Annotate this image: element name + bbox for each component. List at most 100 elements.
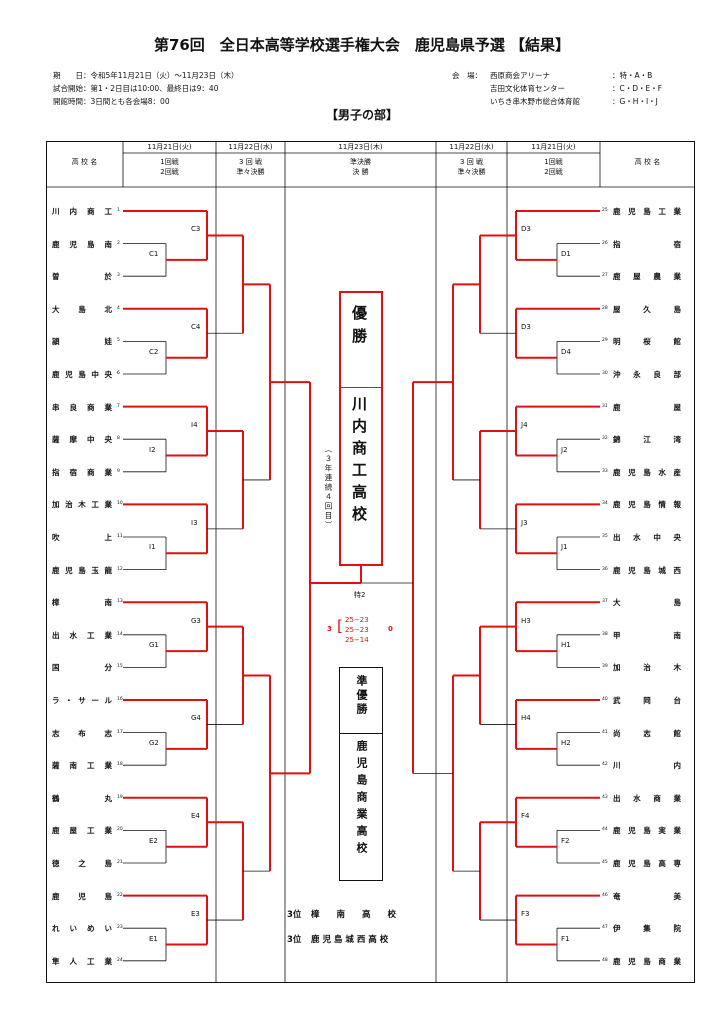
final-bracket: [ [337, 617, 343, 635]
court-label: J2 [561, 445, 568, 454]
seed-number: 23 [117, 925, 123, 931]
school-name-right: 伊集院 [613, 924, 681, 934]
court-label: C3 [191, 225, 201, 234]
school-name-right: 屋久島 [613, 304, 681, 314]
court-label: H3 [521, 616, 531, 625]
seed-number: 16 [117, 697, 123, 702]
seed-number: 45 [602, 860, 608, 865]
school-name-left: 鹿屋工業 [52, 826, 112, 836]
school-name-left: 徳之島 [52, 859, 112, 868]
seed-number: 26 [602, 240, 608, 246]
seed-number: 47 [602, 925, 608, 931]
seed-number: 39 [602, 664, 608, 670]
court-label: F1 [561, 934, 570, 943]
seed-number: 27 [602, 273, 608, 279]
seed-number: 24 [117, 957, 123, 963]
seed-number: 17 [117, 729, 123, 735]
venue-label: 会 場： [452, 71, 482, 80]
header-rounds: 1回戦 2回戦 [160, 158, 179, 176]
seed-number: 43 [602, 794, 608, 800]
header-day: 11月22日(水) [449, 143, 494, 151]
venue-courts: ：特・A・B [612, 71, 653, 80]
header-day: 11月21日(火) [531, 143, 576, 151]
school-name-left: 樟南 [52, 598, 112, 608]
final-score: 25−23 [345, 616, 369, 624]
court-label: D3 [521, 225, 531, 234]
court-label: J4 [521, 421, 528, 430]
seed-number: 6 [117, 371, 120, 376]
seed-number: 31 [602, 403, 608, 409]
court-label: I4 [191, 421, 198, 430]
runner-up-label: 準優勝 [355, 675, 368, 717]
school-name-right: 甲南 [613, 630, 681, 640]
seed-number: 19 [117, 794, 123, 800]
venue-courts: ：C・D・E・F [612, 84, 663, 93]
info-period: 期 日：令和5年11月21日（火）～11月23日（木） [53, 71, 239, 80]
third-label: 3位 [287, 935, 302, 945]
champion-divider [340, 387, 382, 388]
school-name-left: 鹿児島玉龍 [52, 565, 112, 575]
school-name-left: 頴娃 [52, 337, 112, 347]
seed-number: 2 [117, 240, 120, 246]
court-label: E3 [191, 910, 200, 919]
seed-number: 36 [602, 566, 608, 572]
seed-number: 41 [602, 729, 608, 735]
final-court: 特2 [354, 591, 366, 599]
school-name-right: 鹿児島城西 [613, 565, 681, 575]
school-name-right: 鹿児島工業 [613, 207, 681, 216]
seed-number: 32 [602, 436, 608, 442]
seed-number: 10 [117, 501, 123, 507]
school-name-right: 明桜館 [613, 337, 681, 347]
seed-number: 34 [602, 501, 608, 507]
school-name-left: 薩南工業 [52, 761, 112, 771]
header-rounds: 1回戦 2回戦 [544, 158, 563, 176]
court-label: D3 [521, 323, 531, 332]
final-score: 25−23 [345, 626, 369, 634]
seed-number: 30 [602, 371, 608, 376]
court-label: G3 [191, 616, 201, 625]
seed-number: 40 [602, 697, 608, 702]
court-label: H1 [561, 641, 571, 650]
info-open: 開館時間：3日間とも各会場8：00 [53, 97, 170, 106]
header-day: 11月21日(火) [147, 143, 192, 151]
court-label: E2 [149, 836, 158, 845]
court-label: H4 [521, 714, 531, 723]
champion-note: （３年連続４回目） [324, 445, 333, 531]
school-name-right: 尚志館 [613, 728, 681, 738]
venue-courts: ：G・H・I・J [612, 97, 658, 106]
school-name-right: 奄美 [613, 891, 681, 901]
seed-number: 25 [602, 208, 608, 213]
seed-number: 35 [602, 534, 608, 539]
seed-number: 11 [117, 534, 123, 539]
champion-school: 川内商工高校 [350, 396, 368, 528]
school-name-left: 曽於 [52, 272, 112, 282]
champion-box [339, 291, 383, 566]
header-day: 11月23日(木) [338, 143, 383, 151]
header-day: 11月22日(水) [228, 143, 273, 151]
school-name-left: 吹上 [52, 533, 112, 542]
school-name-left: 加治木工業 [52, 500, 112, 510]
court-label: E4 [191, 812, 200, 821]
school-name-left: 大島北 [52, 304, 112, 314]
school-name-right: 大島 [613, 598, 681, 608]
school-name-right: 武岡台 [613, 696, 681, 705]
seed-number: 13 [117, 599, 123, 605]
court-label: J1 [561, 543, 568, 552]
school-name-right: 出水商業 [613, 793, 681, 803]
court-label: C2 [149, 347, 159, 356]
school-name-left: 串良商業 [52, 402, 112, 412]
school-name-left: 鹿児島 [52, 891, 112, 901]
court-label: G4 [191, 714, 201, 723]
seed-number: 28 [602, 305, 608, 311]
court-label: G2 [149, 738, 159, 747]
school-name-right: 指宿 [613, 239, 681, 249]
seed-number: 20 [117, 827, 123, 833]
runner-up-box [339, 667, 383, 881]
third-school: 樟 南 高 校 [311, 910, 397, 920]
venue-name: いちき串木野市総合体育館 [490, 97, 580, 106]
court-label: D4 [561, 347, 571, 356]
header-rounds: 3 回 戦 準々決勝 [236, 158, 265, 176]
header-school-col: 高 校 名 [71, 158, 98, 166]
seed-number: 29 [602, 338, 608, 344]
